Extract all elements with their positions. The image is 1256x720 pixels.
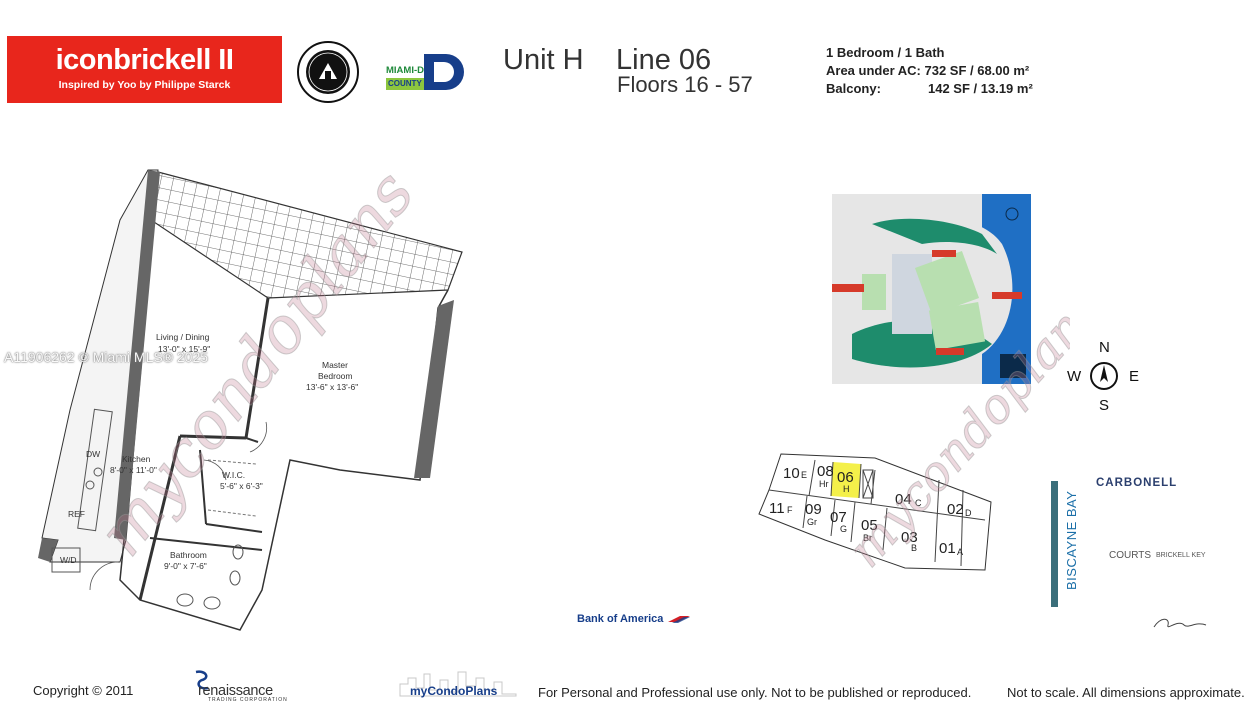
courts-sub-label: BRICKELL KEY: [1156, 552, 1206, 559]
wic-label: W.I.C.: [222, 470, 245, 480]
unit-05-letter: Br: [863, 533, 872, 543]
washer-dryer: [51, 547, 81, 573]
master-bedroom-label: Master: [322, 360, 348, 370]
bank-label-text: Bank of America: [577, 613, 664, 625]
living-room-label: Living / Dining: [156, 332, 210, 342]
unit-03-letter: B: [911, 543, 917, 553]
compass-west: W: [1067, 368, 1082, 385]
floors-range: Floors 16 - 57: [617, 72, 753, 97]
line-title: Line 06: [616, 44, 712, 76]
unit-03-number: 03: [901, 529, 918, 546]
master-bedroom-dim: 13'-6" x 13'-6": [306, 382, 358, 392]
exterior-wall-right: [414, 300, 454, 478]
signature-mark: [1153, 618, 1207, 628]
bank-flag-icon: [668, 616, 691, 624]
unit-highlight: [831, 462, 861, 498]
bank-label: Bank of America: [577, 613, 692, 625]
bathroom-dim: 9'-0" x 7'-6": [164, 561, 207, 571]
unit-11-letter: F: [787, 505, 793, 515]
usage-disclaimer: For Personal and Professional use only. …: [538, 685, 972, 700]
unit-09-letter: Gr: [807, 517, 817, 527]
spec-balcony-label: Balcony:: [826, 81, 881, 96]
renaissance-sub: TRADING CORPORATION: [208, 697, 288, 703]
unit-01-letter: A: [957, 547, 963, 557]
mycondoplans-skyline-icon: [399, 671, 517, 697]
unit-02-letter: D: [965, 508, 972, 518]
unit-02-number: 02: [947, 501, 964, 518]
county-logo-top: MIAMI-DADE: [386, 65, 445, 76]
brand-logo: iconbrickell II Inspired by Yoo by Phili…: [7, 36, 282, 103]
courts-label: COURTS: [1109, 550, 1152, 561]
key-plan: 10 E 08 Hr 06 H 04 C 02 D 11 F 09 Gr 07 …: [758, 453, 992, 571]
key-plan-unit: 10 E 08 Hr 06 H 04 C 02 D 11 F 09 Gr 07 …: [769, 463, 972, 557]
site-map: [832, 194, 1031, 384]
brand-logo-tagline: Inspired by Yoo by Philippe Starck: [58, 79, 231, 91]
compass-east: E: [1129, 368, 1139, 385]
scale-note: Not to scale. All dimensions approximate…: [1007, 685, 1245, 700]
county-d-icon: [424, 54, 464, 90]
county-logo-bar: [386, 78, 424, 90]
compass: N S E W: [1067, 339, 1139, 414]
north-arrow-icon: [1100, 365, 1108, 382]
unit-06-letter: H: [843, 484, 850, 494]
city-seal-icon: [297, 41, 359, 103]
unit-07-number: 07: [830, 509, 847, 526]
floor-plan: Living / Dining 13'-0" x 15'-9" Master B…: [38, 160, 463, 631]
kitchen-label: Kitchen: [122, 454, 151, 464]
unit-title: Unit H: [503, 44, 584, 76]
unit-08-letter: Hr: [819, 479, 829, 489]
wic-dim: 5'-6" x 6'-3": [220, 481, 263, 491]
exterior-wall-left: [114, 170, 160, 540]
mycondoplans-name: myCondoPlans: [410, 684, 498, 698]
unit-07-letter: G: [840, 524, 847, 534]
unit-08-number: 08: [817, 463, 834, 480]
biscayne-bay-label: BISCAYNE BAY: [1064, 490, 1079, 590]
copyright: Copyright © 2011: [33, 683, 134, 698]
carbonell-label: CARBONELL: [1096, 477, 1178, 489]
unit-10-letter: E: [801, 470, 807, 480]
county-logo: MIAMI-DADE COUNTY: [386, 52, 472, 92]
unit-04-letter: C: [915, 498, 922, 508]
living-room-dim: 13'-0" x 15'-9": [158, 344, 210, 354]
spec-area: Area under AC: 732 SF / 68.00 m²: [826, 63, 1030, 78]
renaissance-name: renaissance: [198, 683, 273, 699]
unit-04-number: 04: [895, 491, 912, 508]
unit-10-number: 10: [783, 465, 800, 482]
unit-06-number: 06: [837, 469, 854, 486]
unit-01-number: 01: [939, 540, 956, 557]
bathroom-label: Bathroom: [170, 550, 207, 560]
unit-05-number: 05: [861, 517, 878, 534]
compass-south: S: [1099, 397, 1109, 414]
mls-watermark: A11906262 © Miami MLS® 2025: [4, 349, 209, 365]
kitchen-dim: 8'-0" x 11'-0": [110, 465, 157, 475]
washer-dryer-label: W/D: [60, 555, 77, 565]
renaissance-logo-icon: [195, 670, 209, 690]
brand-logo-text: iconbrickell II: [55, 44, 234, 76]
brand-watermark-2-text: mycondoplans: [850, 300, 1070, 578]
compass-north: N: [1099, 339, 1110, 356]
spec-balcony-value: 142 SF / 13.19 m²: [928, 81, 1033, 96]
brand-watermark-2: mycondoplans: [850, 300, 1070, 579]
unit-09-number: 09: [805, 501, 822, 518]
refrigerator-label: REF: [68, 509, 85, 519]
unit-11-number: 11: [769, 500, 785, 517]
spec-bed-bath: 1 Bedroom / 1 Bath: [826, 45, 945, 60]
bay-bar: [1051, 481, 1058, 607]
dishwasher-label: DW: [86, 449, 100, 459]
master-bedroom-label-2: Bedroom: [318, 371, 353, 381]
county-logo-bottom: COUNTY: [388, 79, 422, 88]
